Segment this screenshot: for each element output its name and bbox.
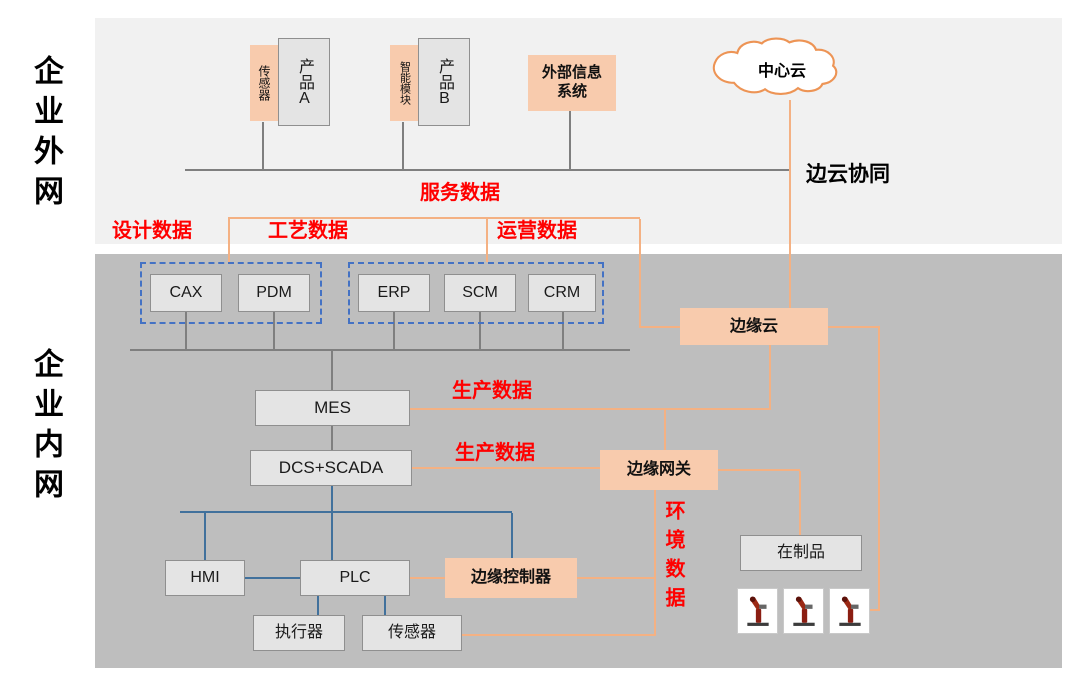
connector-right-vertical xyxy=(878,326,880,610)
cloud-icon xyxy=(712,37,838,95)
edge-controller-box: 边缘控制器 xyxy=(445,558,577,598)
connector-plc-sensor xyxy=(384,596,386,615)
node-cax: CAX xyxy=(150,274,222,312)
edge-gateway-box: 边缘网关 xyxy=(600,450,718,490)
connector-to-plc xyxy=(331,513,333,560)
connector-product-b-drop xyxy=(402,122,404,169)
node-plc: PLC xyxy=(300,560,410,596)
connector-top-bus xyxy=(185,169,790,171)
connector-to-hmi xyxy=(204,513,206,560)
connector-cloud-to-edgecloud xyxy=(789,100,791,308)
node-crm: CRM xyxy=(528,274,596,312)
connector-plc-edgecontroller xyxy=(410,577,445,579)
connector-dcs-gateway xyxy=(412,467,600,469)
connector-erp-tick xyxy=(393,312,395,349)
connector-edgecloud-down xyxy=(769,345,771,410)
environment-data-label: 环境数据 xyxy=(662,500,684,616)
connector-pdm-tick xyxy=(273,312,275,349)
process-data-label: 工艺数据 xyxy=(268,220,348,242)
external-network-label: 企业外网 xyxy=(29,55,62,215)
connector-bus-to-mes xyxy=(331,351,333,390)
connector-apps-bus xyxy=(130,349,630,351)
node-dcs-scada: DCS+SCADA xyxy=(250,450,412,486)
production-data-label-lower: 生产数据 xyxy=(455,442,535,464)
external-network-zone xyxy=(95,18,1062,244)
node-scm: SCM xyxy=(444,274,516,312)
connector-dcs-drop xyxy=(331,486,333,512)
connector-bracket-left-tick xyxy=(228,219,230,262)
connector-mes-row xyxy=(410,408,770,410)
node-sensor: 传感器 xyxy=(362,615,462,651)
connector-to-wip xyxy=(799,471,801,535)
node-actuator: 执行器 xyxy=(253,615,345,651)
central-cloud: 中心云 xyxy=(702,36,862,102)
product-b-box: 产品B xyxy=(418,38,470,126)
node-wip: 在制品 xyxy=(740,535,862,571)
connector-crm-tick xyxy=(562,312,564,349)
robot-arm-icon xyxy=(829,588,870,634)
external-info-system-box: 外部信息系统 xyxy=(528,55,616,111)
robot-arm-icon xyxy=(783,588,824,634)
central-cloud-label: 中心云 xyxy=(757,63,806,80)
connector-edgecloud-right xyxy=(828,326,880,328)
internal-network-label: 企业内网 xyxy=(29,348,62,508)
connector-bracket-mid-tick xyxy=(486,219,488,262)
robot-group xyxy=(737,588,870,634)
connector-cax-tick xyxy=(185,312,187,349)
connector-extinfo-drop xyxy=(569,111,571,169)
connector-plc-actuator xyxy=(317,596,319,615)
connector-sensor-gateway xyxy=(462,634,656,636)
operation-data-label: 运营数据 xyxy=(497,220,577,242)
connector-into-robots xyxy=(862,609,880,611)
business-dashed-group xyxy=(348,262,604,324)
connector-bracket-down xyxy=(639,219,641,327)
robot-arm-icon xyxy=(737,588,778,634)
sensor-tag: 传感器 xyxy=(250,45,278,121)
plm-dashed-group xyxy=(140,262,322,324)
product-a-box: 产品A xyxy=(278,38,330,126)
connector-scm-tick xyxy=(479,312,481,349)
node-erp: ERP xyxy=(358,274,430,312)
connector-gateway-right xyxy=(718,469,800,471)
node-mes: MES xyxy=(255,390,410,426)
connector-gateway-down xyxy=(654,490,656,636)
design-data-label: 设计数据 xyxy=(112,220,192,242)
connector-field-bus xyxy=(180,511,512,513)
connector-into-edgecloud xyxy=(639,326,680,328)
service-data-label: 服务数据 xyxy=(420,182,500,204)
connector-product-a-drop xyxy=(262,122,264,169)
connector-edgecontroller-right xyxy=(577,577,656,579)
production-data-label-upper: 生产数据 xyxy=(452,380,532,402)
edge-cloud-box: 边缘云 xyxy=(680,308,828,345)
node-pdm: PDM xyxy=(238,274,310,312)
node-hmi: HMI xyxy=(165,560,245,596)
connector-to-edge-controller xyxy=(511,513,513,558)
connector-hmi-plc xyxy=(245,577,300,579)
connector-mes-to-dcs xyxy=(331,426,333,450)
smart-module-tag: 智能模块 xyxy=(390,45,418,121)
edge-cloud-synergy-label: 边云协同 xyxy=(806,163,890,186)
connector-to-gateway-top xyxy=(664,410,666,450)
connector-data-bracket xyxy=(228,217,640,219)
